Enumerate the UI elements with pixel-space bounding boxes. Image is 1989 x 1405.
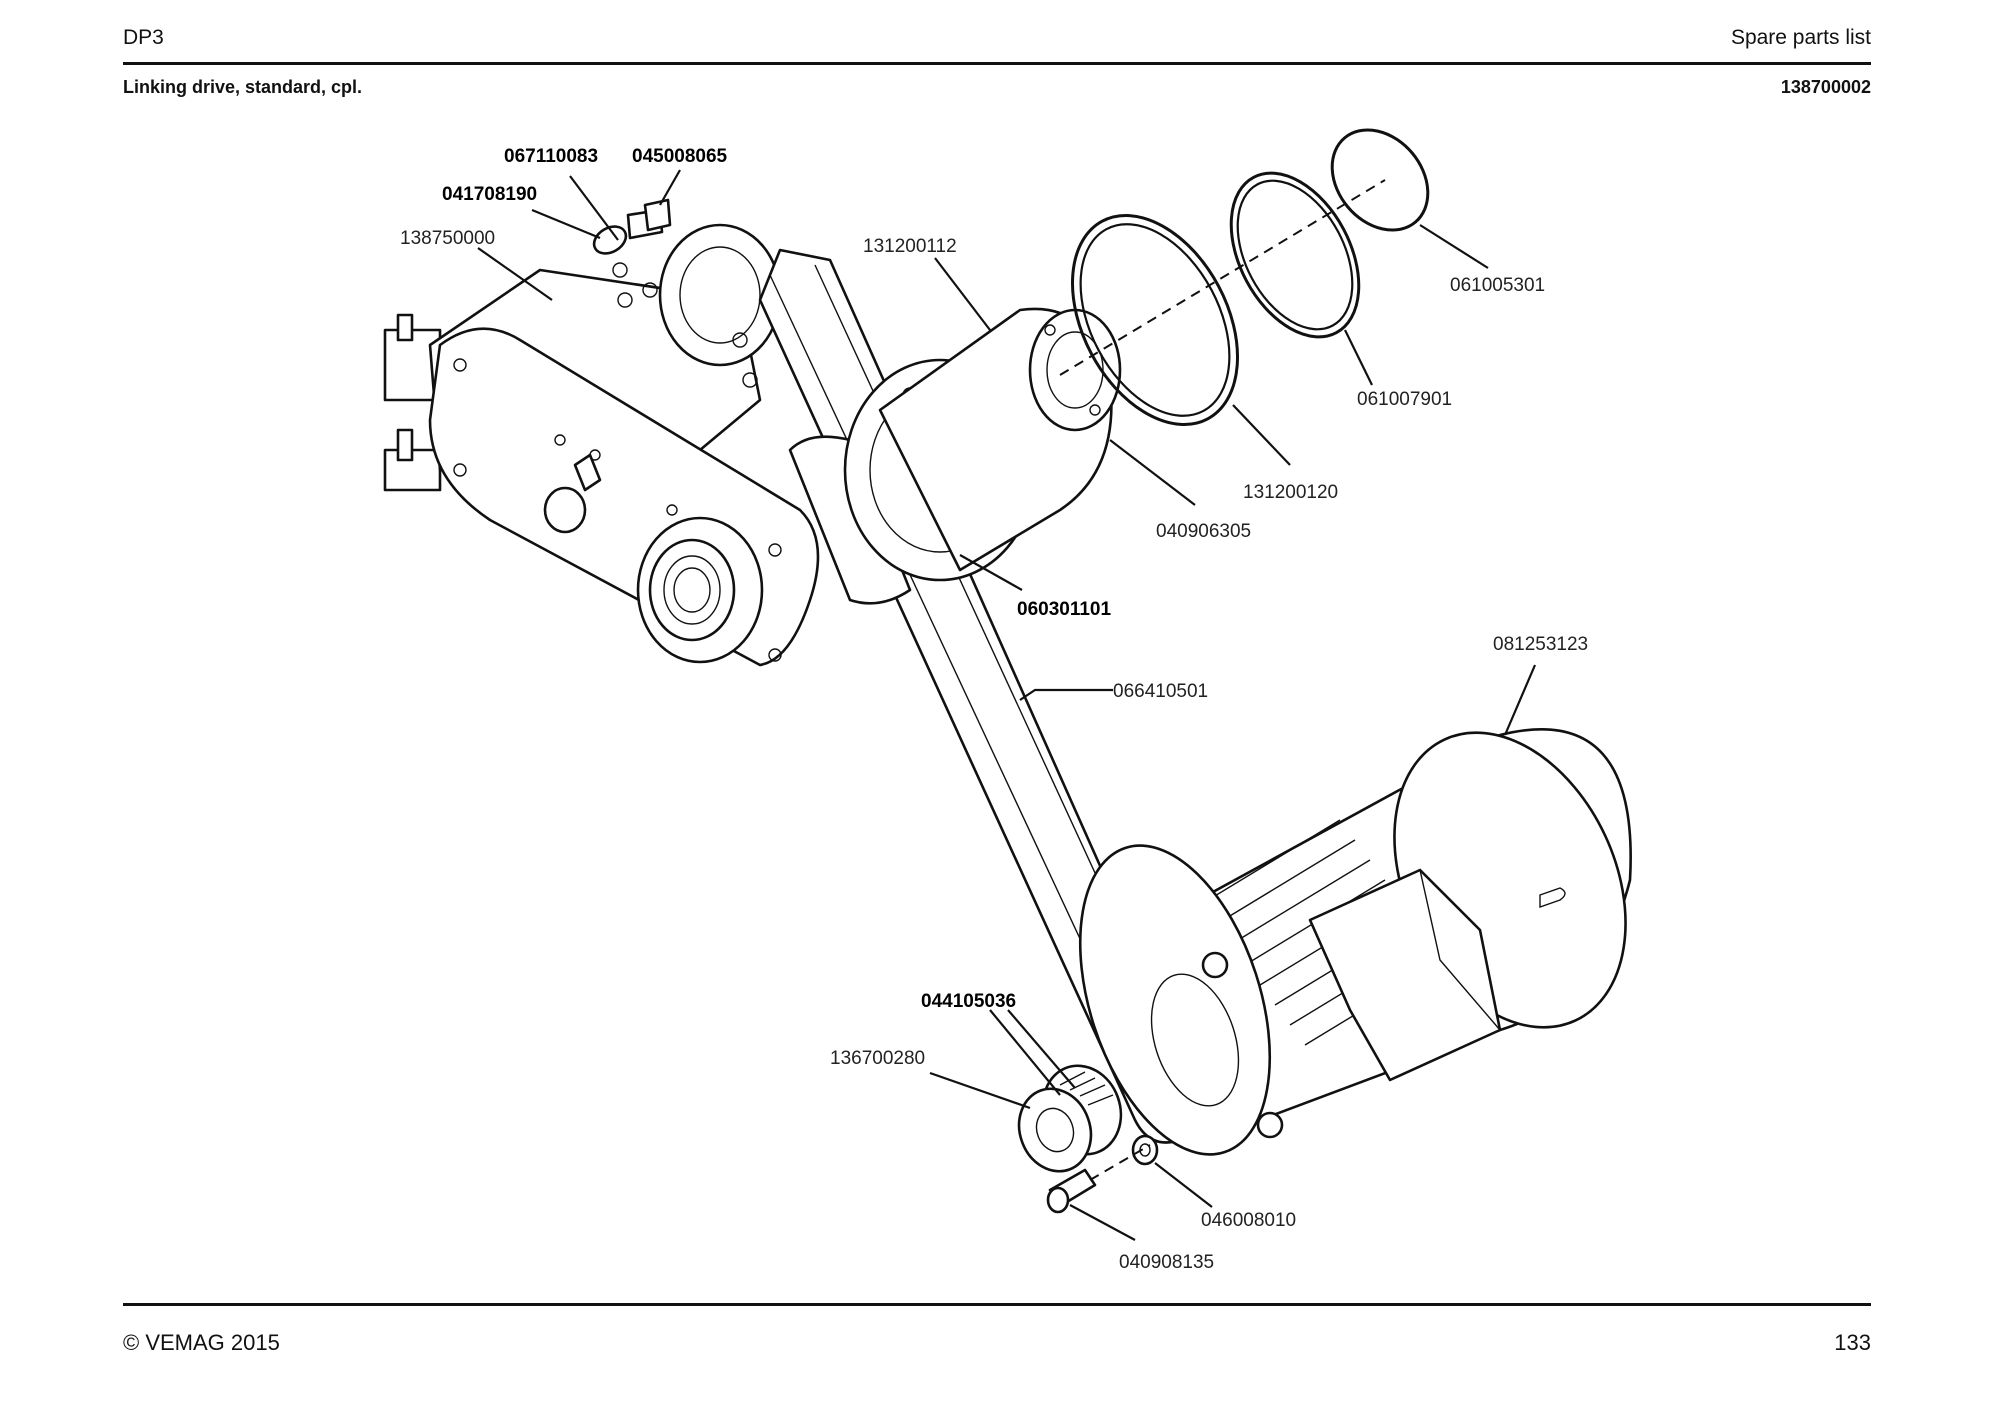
page-number: 133 [1834,1330,1871,1355]
pulley [1017,1064,1159,1214]
bearing-housing [878,307,1122,572]
callout-045008065: 045008065 [632,146,728,167]
document-product: DP3 [123,26,164,49]
callout-081253123: 081253123 [1493,634,1588,655]
callout-066410501: 066410501 [1113,681,1208,702]
callout-060301101: 060301101 [1017,599,1111,620]
assembly-part-number: 138700002 [1780,77,1871,97]
footer-rule [123,1303,1871,1306]
copyright: © VEMAG 2015 [123,1330,280,1355]
callout-040906305: 040906305 [1156,521,1251,542]
callout-061007901: 061007901 [1357,389,1452,410]
leader-lines [477,169,1537,1241]
o-rings [1059,128,1430,427]
callout-labels: 067110083 045008065 041708190 138750000 … [400,146,1588,1273]
callout-061005301: 061005301 [1450,275,1545,296]
callout-136700280: 136700280 [830,1048,925,1069]
assembly-title: Linking drive, standard, cpl. [123,77,363,97]
callout-041708190: 041708190 [442,184,537,205]
callout-044105036: 044105036 [921,991,1016,1012]
bolts-top [592,198,672,255]
callout-131200120: 131200120 [1243,482,1338,503]
drive-housing [383,223,820,667]
callout-138750000: 138750000 [400,228,495,249]
electric-motor [1078,728,1632,1156]
callout-046008010: 046008010 [1201,1210,1296,1231]
document-type: Spare parts list [1730,26,1871,49]
callout-131200112: 131200112 [863,236,957,257]
callout-040908135: 040908135 [1119,1252,1214,1273]
callout-067110083: 067110083 [504,146,598,167]
header-rule [123,62,1871,65]
